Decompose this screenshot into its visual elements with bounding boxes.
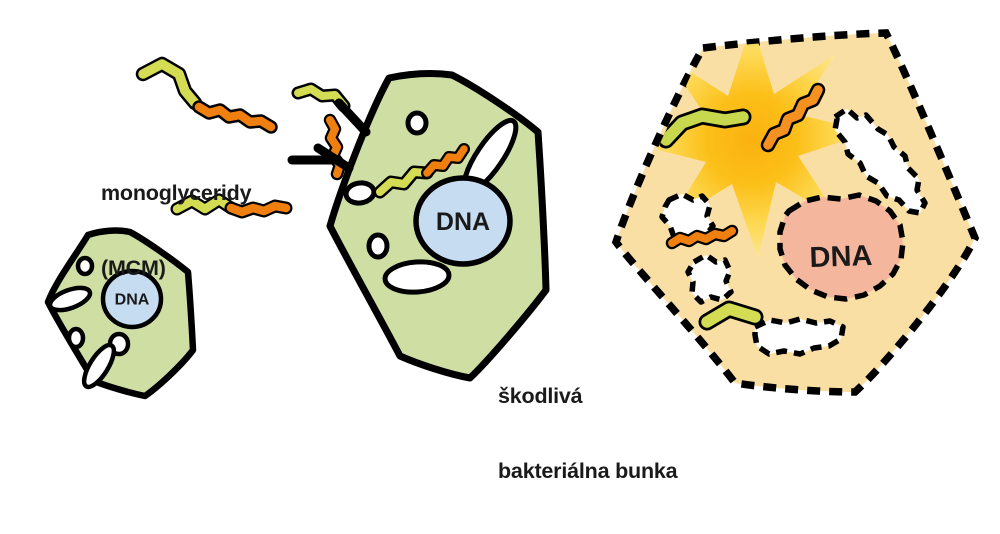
label-monoglyceridy-line1: monoglyceridy xyxy=(101,180,252,205)
bacteria-membrane-dashed xyxy=(611,29,980,396)
molecule-fragment-head xyxy=(698,300,764,331)
healthy-large-nucleus: DNA xyxy=(413,175,513,267)
label-monoglyceridy: monoglyceridy (MCM) xyxy=(101,131,252,331)
label-bacterial-cell-line1: škodlivá xyxy=(498,383,583,408)
deflection-marks-icon xyxy=(287,98,371,173)
healthy-cell-large: DNA xyxy=(326,70,550,382)
healthy-small-organelles xyxy=(47,255,131,390)
diagram-canvas: DNA xyxy=(44,29,980,483)
label-bacterial-cell: škodlivá bakteriálna bunka xyxy=(498,334,678,534)
molecule-free-1 xyxy=(135,56,278,134)
bacteria-organelles xyxy=(659,106,928,357)
bacterial-dna-label: DNA xyxy=(809,240,873,274)
molecule-free-2 xyxy=(170,193,293,219)
healthy-small-dna-label: DNA xyxy=(115,292,150,309)
molecule-breaching-tail xyxy=(760,82,826,153)
molecule-inside-healthy xyxy=(373,143,470,199)
healthy-small-nucleus: DNA xyxy=(100,268,164,330)
molecule-fragment-tail xyxy=(665,224,739,250)
healthy-large-dna-label: DNA xyxy=(436,208,490,236)
bacteria-cell: DNA xyxy=(611,29,980,396)
molecule-breaching-head xyxy=(657,107,752,149)
bacterial-dna-region: DNA xyxy=(777,192,906,302)
label-bacterial-cell-line2: bakteriálna bunka xyxy=(498,458,678,483)
label-monoglyceridy-line2: (MCM) xyxy=(101,255,166,280)
healthy-cell-small: DNA xyxy=(44,227,197,400)
illustration-svg: DNA xyxy=(44,29,980,400)
